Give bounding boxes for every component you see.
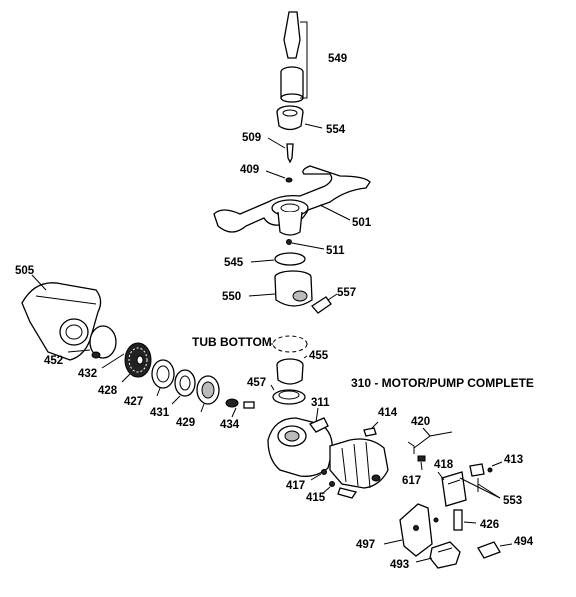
label-409: 409 bbox=[240, 164, 259, 176]
label-545: 545 bbox=[224, 257, 244, 269]
label-414: 414 bbox=[378, 407, 398, 419]
part-413-switch-icon bbox=[469, 461, 503, 492]
tub-bottom-ring-icon bbox=[270, 335, 308, 353]
part-549-tube-icon bbox=[280, 11, 308, 103]
part-428-impeller-icon bbox=[121, 342, 152, 383]
part-429-plate-icon bbox=[196, 375, 220, 413]
label-505: 505 bbox=[15, 265, 35, 277]
part-501-spray-arm-icon bbox=[213, 165, 371, 236]
part-455-seal-icon bbox=[276, 355, 308, 385]
label-501: 501 bbox=[352, 217, 372, 229]
part-414-clip-icon bbox=[363, 421, 379, 437]
part-427-ring-icon bbox=[151, 359, 175, 397]
label-413: 413 bbox=[504, 454, 523, 466]
part-545-o-ring-icon bbox=[250, 252, 306, 266]
label-549: 549 bbox=[328, 53, 347, 65]
label-494: 494 bbox=[514, 536, 534, 548]
label-455: 455 bbox=[309, 350, 329, 362]
label-427: 427 bbox=[124, 396, 143, 408]
label-434: 434 bbox=[220, 419, 240, 431]
label-428: 428 bbox=[98, 385, 118, 397]
part-493-block-icon bbox=[415, 541, 461, 569]
part-509-screw-icon bbox=[267, 137, 294, 164]
label-417: 417 bbox=[286, 480, 305, 492]
part-417-screw-icon bbox=[310, 469, 327, 481]
part-550-housing-icon bbox=[248, 270, 313, 307]
label-497: 497 bbox=[356, 539, 375, 551]
part-432-seal-icon bbox=[101, 353, 125, 369]
label-617: 617 bbox=[402, 475, 421, 487]
assembly-title: 310 - MOTOR/PUMP COMPLETE bbox=[351, 376, 534, 390]
label-509: 509 bbox=[242, 132, 261, 144]
label-311: 311 bbox=[311, 397, 330, 409]
label-554: 554 bbox=[326, 124, 346, 136]
part-418-bracket-icon bbox=[437, 471, 467, 507]
label-511: 511 bbox=[326, 245, 345, 257]
label-420: 420 bbox=[411, 416, 430, 428]
part-457-gasket-icon bbox=[270, 384, 306, 405]
part-415-nut-icon bbox=[321, 481, 335, 495]
label-429: 429 bbox=[176, 417, 195, 429]
motor-body-icon bbox=[329, 438, 389, 499]
part-497-mount-bracket-icon bbox=[383, 503, 439, 557]
label-426: 426 bbox=[480, 519, 499, 531]
label-493: 493 bbox=[390, 559, 409, 571]
label-431: 431 bbox=[150, 407, 170, 419]
label-415: 415 bbox=[306, 492, 326, 504]
part-617-fastener-icon bbox=[417, 455, 426, 471]
label-553: 553 bbox=[503, 495, 522, 507]
part-505-chamber-icon bbox=[21, 274, 102, 361]
part-409-washer-icon bbox=[265, 170, 293, 183]
part-494-connector-icon bbox=[477, 541, 513, 559]
label-457: 457 bbox=[247, 377, 266, 389]
label-tub-bottom: TUB BOTTOM bbox=[192, 335, 272, 349]
label-550: 550 bbox=[222, 291, 241, 303]
part-420-hose-icon bbox=[407, 427, 453, 454]
part-426-pin-icon bbox=[453, 509, 477, 531]
label-557: 557 bbox=[337, 287, 356, 299]
label-432: 432 bbox=[78, 368, 97, 380]
part-311-pump-housing-icon bbox=[267, 407, 333, 477]
part-431-collar-icon bbox=[171, 369, 196, 405]
part-434-key-icon bbox=[225, 398, 255, 418]
part-553-leader-icon bbox=[459, 477, 501, 499]
part-554-nut-icon bbox=[276, 105, 323, 131]
label-418: 418 bbox=[434, 459, 454, 471]
label-452: 452 bbox=[44, 355, 63, 367]
part-452-clamp-icon bbox=[67, 325, 117, 359]
part-557-connector-icon bbox=[311, 293, 338, 314]
part-511-ball-icon bbox=[286, 239, 325, 250]
